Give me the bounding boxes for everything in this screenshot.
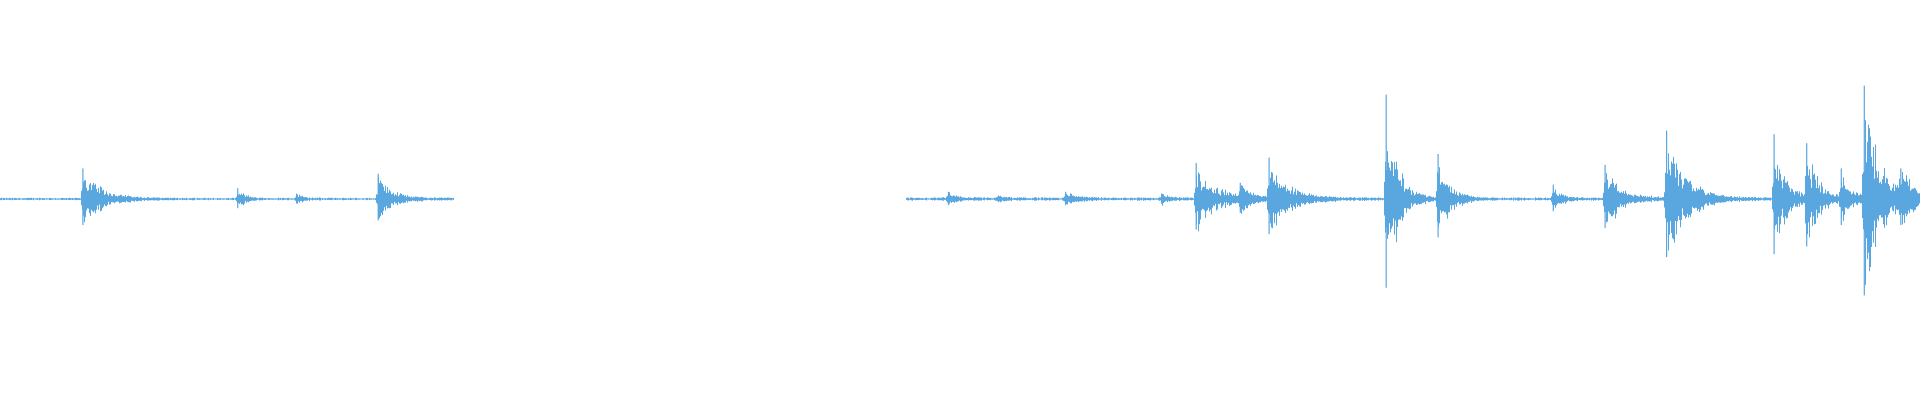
waveform-segment	[906, 120, 1920, 285]
waveform-segment	[0, 177, 454, 223]
